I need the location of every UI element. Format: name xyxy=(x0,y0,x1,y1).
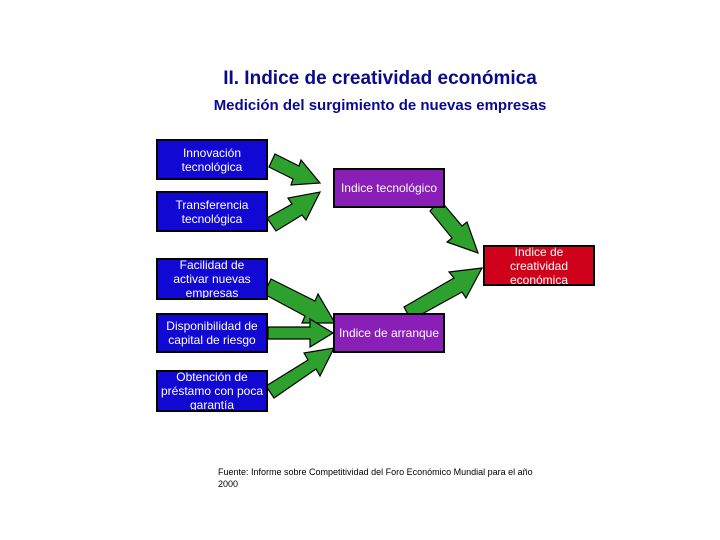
input-box-innovation: Innovación tecnológica xyxy=(156,139,268,180)
startup-index-label: Indice de arranque xyxy=(338,326,440,340)
arrow-loan-to-startup-index xyxy=(265,347,336,399)
startup-index-box: Indice de arranque xyxy=(333,313,445,353)
input-box-capital: Disponibilidad de capital de riesgo xyxy=(156,313,268,353)
input-label-capital: Disponibilidad de capital de riesgo xyxy=(166,319,258,347)
creativity-index-box: Indice de creatividad económica xyxy=(483,245,595,286)
creativity-index-label: Indice de creatividad económica xyxy=(509,245,569,286)
tech-index-label: Indice tecnológico xyxy=(340,181,438,195)
input-box-loan: Obtención de préstamo con poca garantía xyxy=(156,370,268,412)
input-label-loan: Obtención de préstamo con poca garantía xyxy=(160,370,264,412)
tech-index-box: Indice tecnológico xyxy=(333,168,445,208)
arrow-transfer-to-tech-index xyxy=(266,191,322,232)
arrow-tech-to-creativity xyxy=(429,199,479,254)
arrow-innovation-to-tech-index xyxy=(268,153,322,186)
input-label-innovation: Innovación tecnológica xyxy=(181,145,243,174)
diagram-title: II. Indice de creatividad económica xyxy=(223,68,537,89)
input-box-transfer: Transferencia tecnológica xyxy=(156,191,268,232)
diagram-subtitle: Medición del surgimiento de nuevas empre… xyxy=(213,97,547,114)
arrow-facility-to-startup-index xyxy=(263,278,337,324)
arrow-capital-to-startup-index xyxy=(267,317,335,349)
input-label-facility: Facilidad de activar nuevas empresas xyxy=(173,258,251,300)
input-label-transfer: Transferencia tecnológica xyxy=(175,197,249,226)
source-note: Fuente: Informe sobre Competitividad del… xyxy=(218,467,533,489)
input-box-facility: Facilidad de activar nuevas empresas xyxy=(156,258,268,300)
